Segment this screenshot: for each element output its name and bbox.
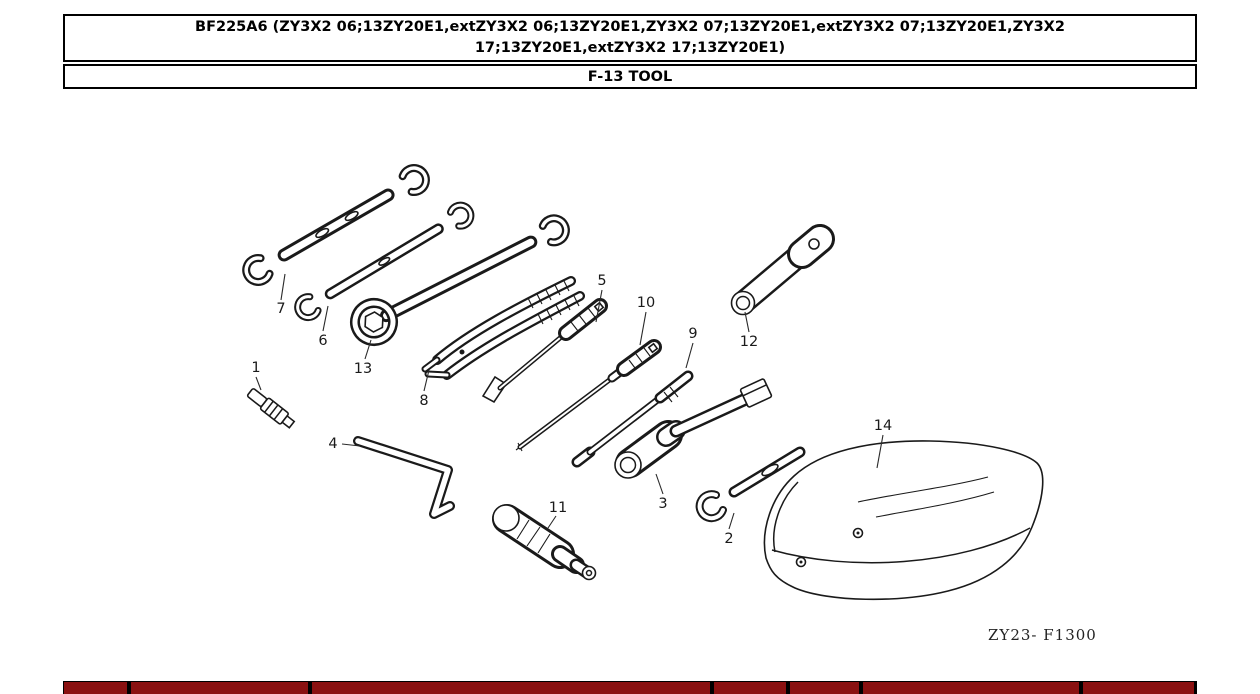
part-callout-12: 12 (739, 334, 759, 350)
part-callout-7: 7 (276, 301, 286, 317)
bottom-nav-button-3[interactable] (312, 682, 710, 694)
part-callout-3: 3 (658, 496, 668, 512)
tool-1-gauge-icon (246, 388, 296, 429)
catalog-title-box: BF225A6 (ZY3X2 06;13ZY20E1,extZY3X2 06;1… (63, 14, 1197, 62)
part-callout-9: 9 (688, 326, 698, 342)
part-callout-4: 4 (328, 436, 338, 452)
tool-8-pliers-icon (421, 276, 585, 380)
tool-13-combination-wrench-icon (350, 214, 570, 346)
tool-12-spark-plug-wrench-icon (730, 224, 835, 316)
part-callout-13: 13 (353, 361, 373, 377)
tool-3-socket-wrench-icon (614, 378, 773, 479)
part-callout-6: 6 (318, 333, 328, 349)
bottom-nav-button-2[interactable] (131, 682, 308, 694)
bottom-nav-button-4[interactable] (714, 682, 786, 694)
part-callout-8: 8 (419, 393, 429, 409)
bottom-nav-button-6[interactable] (863, 682, 1079, 694)
tool-10-phillips-screwdriver-icon (515, 339, 662, 452)
tool-9-bit-driver-icon (571, 370, 694, 468)
tool-14-tool-bag-icon (763, 440, 1044, 601)
bottom-nav-button-1[interactable] (64, 682, 127, 694)
diagram-code: ZY23- F1300 (988, 626, 1097, 644)
tool-2-open-end-wrench-icon (695, 446, 806, 523)
bottom-nav-bar (63, 681, 1197, 694)
part-callout-11: 11 (548, 500, 568, 516)
bottom-nav-button-7[interactable] (1083, 682, 1194, 694)
tool-11-handle-icon (492, 504, 597, 581)
part-callout-14: 14 (873, 418, 893, 434)
tool-7-double-open-end-wrench-icon (242, 164, 430, 286)
part-callout-10: 10 (636, 295, 656, 311)
part-callout-2: 2 (724, 531, 734, 547)
part-callout-1: 1 (251, 360, 261, 376)
tool-4-hex-wrench-icon (353, 436, 455, 519)
tool-6-double-open-end-wrench-icon (294, 201, 475, 322)
part-callout-5: 5 (597, 273, 607, 289)
tool-5-flat-screwdriver-icon (481, 298, 608, 404)
section-title-box: F-13 TOOL (63, 64, 1197, 89)
callout-leader-lines (255, 273, 884, 530)
catalog-title: BF225A6 (ZY3X2 06;13ZY20E1,extZY3X2 06;1… (195, 18, 1065, 56)
section-title: F-13 TOOL (587, 68, 673, 85)
bottom-nav-button-5[interactable] (790, 682, 859, 694)
